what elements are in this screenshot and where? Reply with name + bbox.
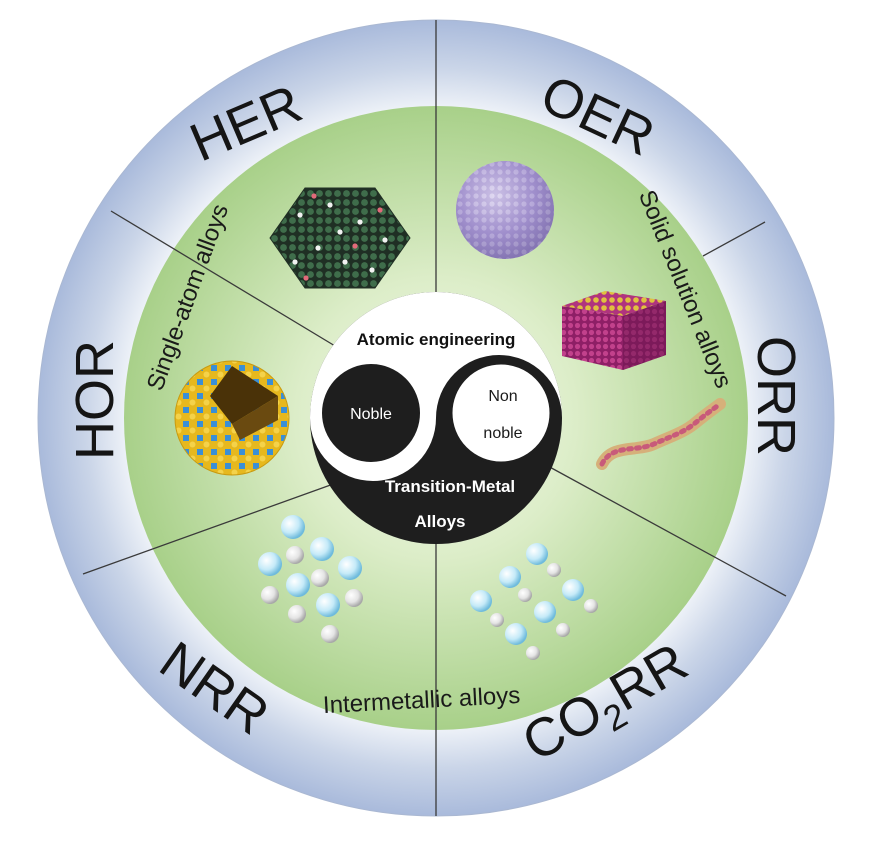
non-noble-label-line1: Non (488, 388, 517, 405)
solid-solution-sphere-model (456, 161, 554, 259)
core-shell-sphere-model (174, 360, 290, 476)
alloys-label: Alloys (414, 512, 465, 531)
non-noble-label-line2: noble (483, 425, 522, 442)
intermetallic-lattice-left (258, 515, 363, 643)
solid-solution-nanowire-model (596, 398, 726, 470)
noble-circle (320, 362, 422, 464)
atomic-engineering-label: Atomic engineering (357, 330, 516, 349)
solid-solution-cube-model (562, 291, 666, 370)
single-atom-hexagon-model (269, 187, 411, 289)
orr-label: ORR (746, 336, 806, 456)
non-noble-circle (449, 361, 553, 465)
transition-metal-label: Transition-Metal (385, 477, 515, 496)
hor-label: HOR (65, 340, 125, 460)
sector-dividers (82, 20, 787, 816)
center-yin-yang (310, 292, 562, 544)
intermetallic-lattice-right (470, 543, 598, 660)
noble-label: Noble (350, 406, 392, 423)
